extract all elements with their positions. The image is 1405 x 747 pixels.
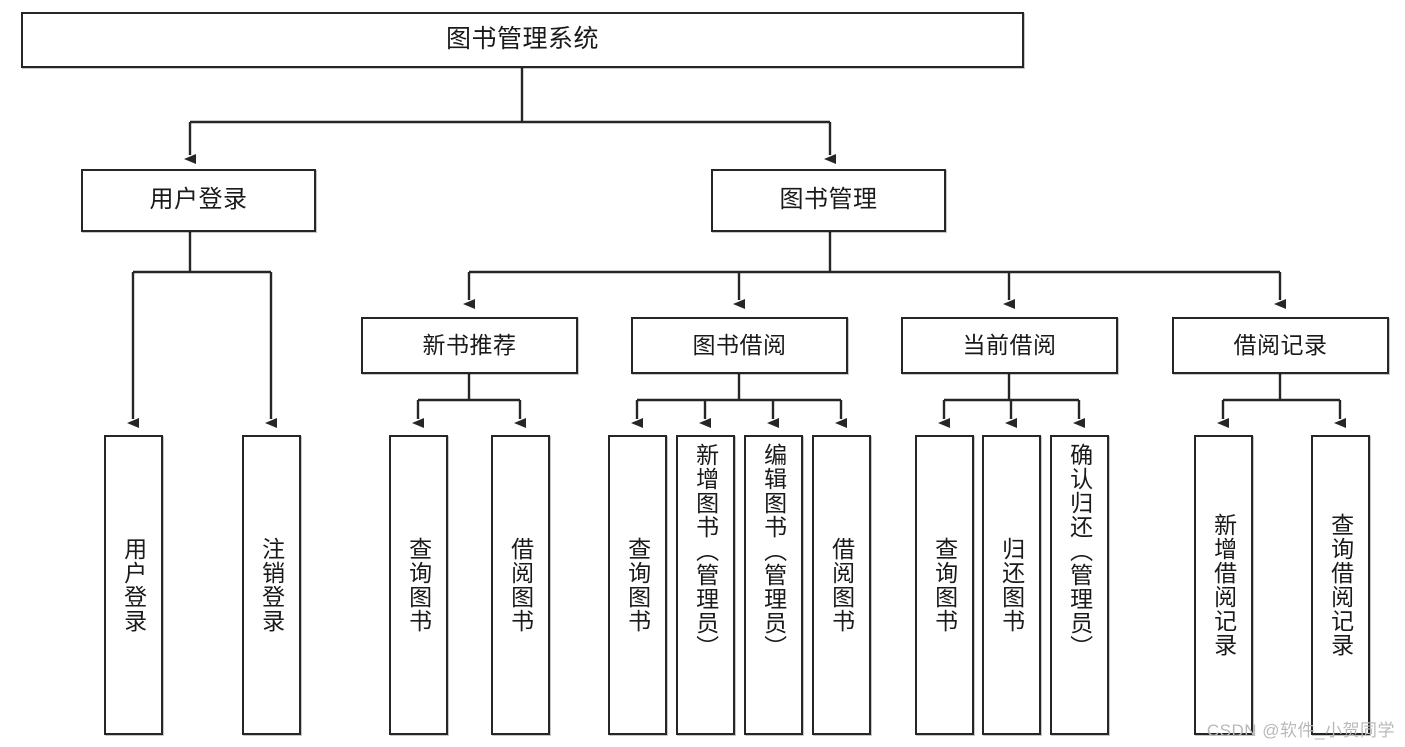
node-leaf-add-book-admin[interactable]: 新增图书（管理员）: [676, 435, 735, 735]
node-label: 图书借阅: [692, 331, 787, 358]
node-leaf-query-book-current[interactable]: 查询图书: [915, 435, 974, 735]
node-borrow-record[interactable]: 借阅记录: [1172, 317, 1389, 374]
node-label: 确认归还（管理员）: [1066, 443, 1093, 659]
node-leaf-user-login[interactable]: 用户登录: [104, 435, 163, 735]
node-user-login[interactable]: 用户登录: [81, 169, 316, 232]
node-label: 注销登录: [258, 537, 285, 633]
node-label: 归还图书: [998, 537, 1025, 633]
node-book-borrow[interactable]: 图书借阅: [631, 317, 848, 374]
node-label: 新增图书（管理员）: [692, 443, 719, 659]
node-leaf-confirm-return-admin[interactable]: 确认归还（管理员）: [1050, 435, 1109, 735]
csdn-watermark: CSDN @软件_小贺同学: [1206, 721, 1395, 740]
node-leaf-query-book-borrow[interactable]: 查询图书: [608, 435, 667, 735]
node-leaf-edit-book-admin[interactable]: 编辑图书（管理员）: [744, 435, 803, 735]
node-label: 图书管理: [779, 186, 878, 214]
node-label: 图书管理系统: [445, 25, 599, 54]
node-label: 查询图书: [405, 537, 432, 633]
node-label: 借阅记录: [1233, 331, 1328, 358]
node-new-book-recommend[interactable]: 新书推荐: [361, 317, 578, 374]
node-label: 用户登录: [149, 186, 248, 214]
node-leaf-borrow-book-recommend[interactable]: 借阅图书: [491, 435, 550, 735]
node-book-manage[interactable]: 图书管理: [711, 169, 946, 232]
node-leaf-return-book[interactable]: 归还图书: [982, 435, 1041, 735]
node-root-book-management-system[interactable]: 图书管理系统: [21, 12, 1024, 68]
node-label: 新增借阅记录: [1210, 513, 1237, 657]
node-label: 借阅图书: [507, 537, 534, 633]
node-current-borrow[interactable]: 当前借阅: [901, 317, 1118, 374]
node-label: 查询图书: [624, 537, 651, 633]
node-label: 新书推荐: [422, 331, 517, 358]
node-label: 用户登录: [120, 537, 147, 633]
node-leaf-logout-login[interactable]: 注销登录: [242, 435, 301, 735]
node-leaf-borrow-book-borrow[interactable]: 借阅图书: [812, 435, 871, 735]
node-label: 查询图书: [931, 537, 958, 633]
node-leaf-query-book-recommend[interactable]: 查询图书: [389, 435, 448, 735]
node-label: 查询借阅记录: [1327, 513, 1354, 657]
node-leaf-add-borrow-record[interactable]: 新增借阅记录: [1194, 435, 1253, 735]
node-label: 编辑图书（管理员）: [760, 443, 787, 659]
node-leaf-query-borrow-record[interactable]: 查询借阅记录: [1311, 435, 1370, 735]
node-label: 借阅图书: [828, 537, 855, 633]
node-label: 当前借阅: [962, 331, 1057, 358]
